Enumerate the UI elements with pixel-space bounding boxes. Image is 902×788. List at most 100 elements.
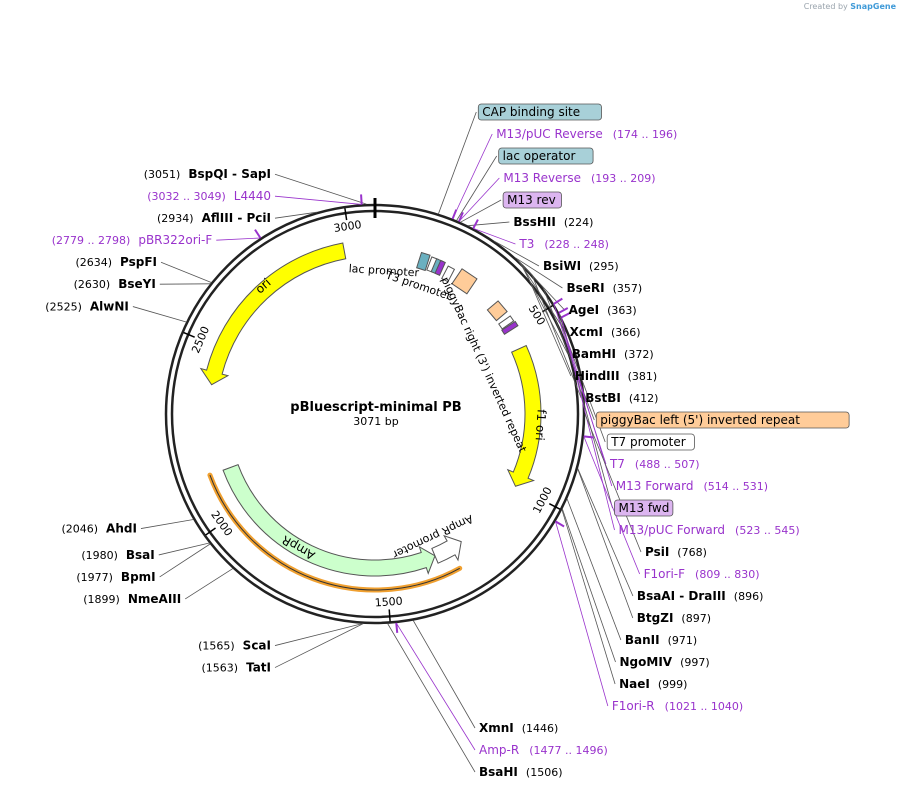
enzyme-label: BtgZI (897) (637, 611, 711, 625)
leader-line (160, 261, 212, 283)
leader-line (158, 542, 210, 556)
tick-mark (548, 503, 561, 510)
piggybac-right-label: piggyBac right (3') inverted repeat (439, 275, 530, 455)
primer-range: (1021 .. 1040) (665, 700, 744, 713)
enzyme-label: (2634) PspFI (75, 255, 157, 269)
enzyme-position: (1565) (198, 640, 235, 653)
enzyme-label: AgeI(363) (569, 303, 637, 317)
primer-label: M13/pUC Reverse(174 .. 196) (496, 127, 677, 141)
enzyme-position: (999) (658, 678, 688, 691)
leader-line (185, 568, 234, 600)
enzyme-name: BspQI - SapI (188, 167, 271, 181)
enzyme-position: (2634) (75, 256, 112, 269)
enzyme-label: (1980)BsaI (81, 548, 154, 562)
feature-box (595, 411, 850, 429)
leader-line (561, 508, 616, 663)
enzyme-name: BsaHI (479, 765, 518, 779)
leader-line (555, 521, 609, 707)
tick-label: 3000 (333, 218, 363, 235)
enzyme-position: (997) (680, 656, 710, 669)
enzyme-label: XmnI(1446) (479, 721, 558, 735)
enzyme-text: BanII(971) (625, 633, 697, 647)
enzyme-position: (1563) (201, 662, 238, 675)
feature-box (498, 147, 594, 165)
lac-promoter-label: lac promoter (348, 262, 420, 279)
primer-range: (523 .. 545) (735, 524, 800, 537)
primer-range: (193 .. 209) (591, 172, 656, 185)
primer-label: Amp-R(1477 .. 1496) (479, 743, 608, 757)
enzyme-label: (1977)BpmI (76, 570, 155, 584)
feature-box-label: M13 rev (502, 191, 562, 209)
enzyme-name: BsaI (126, 548, 155, 562)
feature-box-label: T7 promoter (606, 433, 695, 451)
enzyme-text: BseRI(357) (566, 281, 642, 295)
enzyme-name: AgeI (569, 303, 599, 317)
tick-mark (388, 609, 391, 622)
piggybac-right-block (451, 268, 478, 295)
feature-box (477, 103, 602, 121)
enzyme-name: HindIII (575, 369, 620, 383)
enzyme-label: (3051)BspQI - SapI (144, 167, 271, 181)
primer-range: (228 .. 248) (544, 238, 609, 251)
leader-lines (132, 111, 642, 773)
primer-label: M13/pUC Forward (523 .. 545) (619, 523, 800, 537)
enzyme-name: AflIII - PciI (202, 211, 271, 225)
enzyme-name: BsiWI (543, 259, 581, 273)
enzyme-position: (897) (681, 612, 711, 625)
feature-box (606, 433, 695, 451)
ampr-promoter-arrow (431, 534, 462, 564)
enzyme-label: XcmI(366) (570, 325, 641, 339)
credit-brand: SnapGene (850, 2, 896, 11)
primer-site-mark (254, 229, 262, 239)
feature-box-label: piggyBac left (5') inverted repeat (595, 411, 850, 429)
primer-site-mark (553, 297, 563, 305)
enzyme-position: (1446) (522, 722, 559, 735)
enzyme-name: BtgZI (637, 611, 674, 625)
leader-line (473, 228, 516, 245)
cap-site-block (416, 251, 431, 272)
enzyme-text: BstBI(412) (585, 391, 658, 405)
enzyme-label: HindIII(381) (575, 369, 657, 383)
primer-text: F1ori-F(809 .. 830) (644, 567, 760, 581)
enzyme-name: BamHI (572, 347, 616, 361)
leader-line (412, 620, 476, 729)
primer-range: (514 .. 531) (703, 480, 768, 493)
enzyme-name: NgoMIV (620, 655, 673, 669)
enzyme-label: NgoMIV (997) (620, 655, 710, 669)
primer-site-mark (560, 311, 571, 319)
enzyme-text: PsiI(768) (645, 545, 707, 559)
primer-name: F1ori-F (644, 567, 685, 581)
enzyme-text: BsaHI(1506) (479, 765, 562, 779)
enzyme-name: TatI (246, 661, 271, 675)
feature-arrows (199, 242, 542, 593)
primer-site-mark (458, 211, 464, 222)
piggybac-left-block (486, 300, 508, 322)
primer-name: pBR322ori-F (138, 233, 212, 247)
t3-promoter-block (441, 265, 456, 283)
ampr-highlight-core (209, 474, 460, 591)
leader-line (522, 264, 572, 377)
leader-line (460, 199, 502, 223)
primer-site-mark (395, 622, 399, 633)
primer-site-mark (558, 307, 569, 314)
primer-text: M13 Reverse(193 .. 209) (503, 171, 655, 185)
primer-label: (3032 .. 3049)L4440 (147, 189, 271, 203)
enzyme-name: PspFI (120, 255, 157, 269)
enzyme-text: (2630)BseYI (74, 277, 156, 291)
enzyme-text: (2046)AhdI (61, 522, 136, 536)
leader-line (159, 543, 211, 578)
ori-feature-arrow (199, 242, 347, 386)
feature-box-text: M13 fwd (618, 501, 669, 515)
enzyme-position: (2525) (45, 301, 82, 314)
primer-text: M13/pUC Reverse(174 .. 196) (496, 127, 677, 141)
enzyme-label: BsaHI(1506) (479, 765, 562, 779)
leader-line (458, 177, 500, 222)
leader-line (274, 623, 364, 668)
enzyme-text: BsaAI - DraIII(896) (637, 589, 763, 603)
primer-range: (488 .. 507) (635, 458, 700, 471)
enzyme-text: (2634) PspFI (75, 255, 157, 269)
primer-text: F1ori-R(1021 .. 1040) (612, 699, 743, 713)
primer-name: M13/pUC Forward (619, 523, 726, 537)
leader-line (216, 237, 261, 241)
